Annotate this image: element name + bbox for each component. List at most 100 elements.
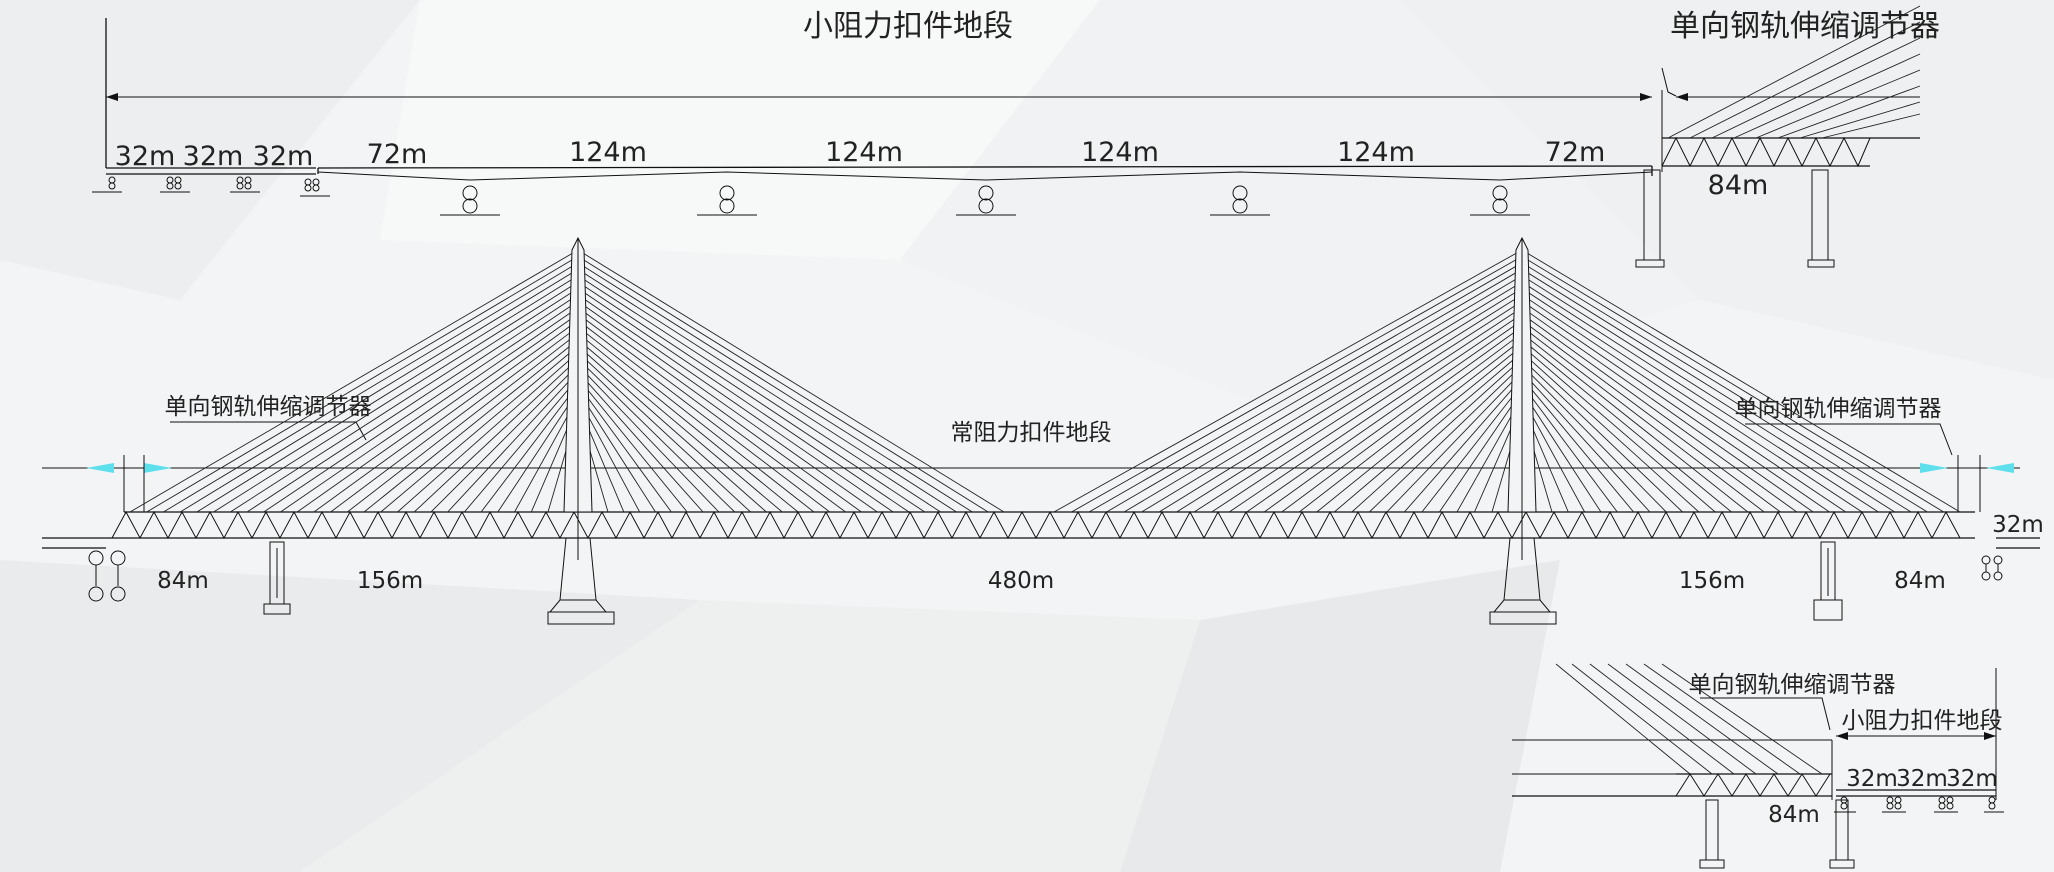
top-dim-arrow-left: [106, 93, 118, 101]
stay-cable: [397, 352, 579, 513]
stay-cable: [1211, 307, 1523, 513]
stay-cable: [577, 268, 957, 513]
bottom-piers: [1699, 799, 1855, 869]
main-right-joint-label: 单向钢轨伸缩调节器: [1735, 396, 1942, 422]
main-span-label: 84m: [157, 568, 209, 594]
stay-cable: [577, 371, 704, 513]
stay-cable: [1106, 268, 1523, 513]
main-span-label: 32m: [1992, 512, 2044, 538]
stay-cable: [1521, 345, 1716, 513]
stay-cable: [577, 288, 910, 513]
stay-cable: [577, 281, 926, 513]
stay-cable: [430, 364, 579, 513]
top-pier-right: [1811, 169, 1829, 261]
stay-cable: [1176, 294, 1523, 513]
stay-cable: [1053, 249, 1523, 513]
bottom-span-label: 84m: [1768, 802, 1820, 828]
stay-cable: [1521, 307, 1814, 513]
bottom-section-label: 小阻力扣件地段: [1842, 708, 2003, 734]
main-section-label: 常阻力扣件地段: [951, 420, 1112, 446]
stay-cable: [1521, 326, 1765, 513]
stay-cable: [1521, 332, 1749, 513]
stay-cable: [1158, 288, 1523, 513]
stay-cable: [163, 262, 579, 513]
top-large-bearings: [440, 185, 1530, 216]
stay-cable: [1351, 358, 1523, 513]
stay-cable: [577, 364, 720, 513]
stay-cable: [577, 262, 973, 513]
top-dim-arrow-right: [1640, 93, 1652, 101]
stay-cable: [577, 294, 894, 513]
main-left-joint-label: 单向钢轨伸缩调节器: [165, 394, 372, 420]
main-span-label: 480m: [988, 568, 1054, 594]
stay-cable: [1141, 281, 1523, 513]
stay-cable: [1521, 352, 1700, 513]
bottom-joint-leader: [1700, 697, 1831, 731]
stay-cable: [577, 320, 831, 513]
stay-cable: [1521, 249, 1961, 513]
left-aux-pier: [263, 541, 291, 615]
stay-cable: [196, 275, 579, 513]
stay-cable: [1521, 339, 1732, 513]
stay-cable: [179, 268, 579, 513]
stay-cable: [577, 339, 783, 513]
stay-cable: [1521, 275, 1895, 513]
top-pier-left: [1643, 169, 1661, 261]
stay-cable: [1316, 345, 1523, 513]
right-tower: [1489, 236, 1557, 625]
stay-cable: [1246, 320, 1523, 513]
stay-cable: [577, 249, 1005, 513]
top-section-label: 小阻力扣件地段: [803, 9, 1013, 44]
stay-cable: [1521, 371, 1651, 513]
stay-cable: [1521, 390, 1602, 513]
stay-cable: [1193, 300, 1523, 513]
stay-cable: [246, 294, 579, 513]
stay-cable: [263, 300, 579, 513]
main-span-label: 84m: [1894, 568, 1946, 594]
top-span-label: 124m: [825, 137, 903, 168]
stay-cable: [413, 358, 579, 513]
top-view: 小阻力扣件地段 单向钢轨伸缩调节器 32m 32m 32m 72m 124m 1…: [92, 5, 1940, 268]
top-right-truss: [1635, 5, 1921, 268]
stay-cable: [347, 332, 579, 513]
stay-cable: [1521, 288, 1863, 513]
stay-cable: [129, 249, 579, 513]
top-continuous-girder-bottom: [317, 171, 1653, 181]
stay-cable: [1439, 390, 1523, 513]
top-span-label: 32m: [115, 141, 176, 172]
stay-cable: [380, 345, 579, 513]
stay-cable: [1386, 371, 1523, 513]
stay-cable: [1521, 384, 1618, 513]
top-span-label: 32m: [253, 141, 314, 172]
left-joint-arrow-in: [86, 463, 114, 473]
stay-cable: [577, 307, 862, 513]
main-view: 单向钢轨伸缩调节器 常阻力扣件地段 单向钢轨伸缩调节器 84m 156m 480…: [42, 236, 2044, 625]
right-aux-pier: [1813, 541, 1843, 621]
stay-cable: [1263, 326, 1523, 513]
stay-cable: [577, 345, 767, 513]
stay-cable: [577, 300, 878, 513]
stay-cable: [280, 307, 579, 513]
stay-cable: [1299, 339, 1523, 513]
stay-cable: [1369, 364, 1523, 513]
main-span-label: 156m: [1679, 568, 1745, 594]
bottom-cables: [1555, 663, 1823, 775]
stay-cable: [577, 377, 688, 513]
top-span-label: 124m: [1081, 137, 1159, 168]
left-joint-arrow-out: [144, 463, 172, 473]
stay-cable: [1334, 352, 1523, 513]
bottom-joint-label: 单向钢轨伸缩调节器: [1689, 672, 1896, 698]
stay-cable: [464, 377, 579, 513]
stay-cable: [447, 371, 579, 513]
top-span-label: 124m: [1337, 137, 1415, 168]
top-span-label: 32m: [183, 141, 244, 172]
bottom-span-label: 32m: [1846, 766, 1898, 792]
stay-cable: [1521, 320, 1781, 513]
stay-cable: [213, 281, 579, 513]
top-right-cables: [1667, 5, 1921, 139]
stay-cable: [577, 332, 799, 513]
stay-cable: [577, 275, 941, 513]
stay-cable: [577, 313, 846, 513]
stay-cable: [480, 384, 579, 513]
stay-cable: [296, 313, 579, 513]
